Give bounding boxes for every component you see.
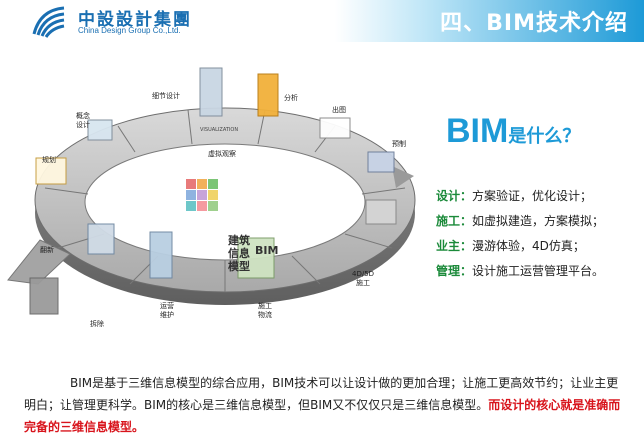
question-text: 是什么？ <box>508 126 581 147</box>
label-prefab: 预制 <box>392 140 406 148</box>
company-logo-icon <box>32 6 65 38</box>
label-analysis: 分析 <box>284 94 298 102</box>
company-name-cn: 中設設計集團 <box>78 10 192 30</box>
label-operation: 运营 维护 <box>160 302 174 319</box>
label-visualization: VISUALIZATION <box>200 127 239 133</box>
lifecycle-ring-graphic <box>7 67 416 315</box>
label-renovation: 翻新 <box>40 246 54 254</box>
label-demolition: 拆除 <box>90 320 104 328</box>
label-detail-design: 细节设计 <box>152 92 180 100</box>
description-emphasis: 而设计的核心就是准确而完备的三维信息模型。 <box>24 398 621 434</box>
description-text: BIM是基于三维信息模型的综合应用，BIM技术可以让设计做的更加合理；让施工更高… <box>24 376 619 412</box>
label-planning: 规划 <box>42 156 56 164</box>
label-construction-logistics: 施工 物流 <box>258 302 272 319</box>
bim-lifecycle-diagram: 细节设计 概念 设计 规划 翻新 拆除 运营 维护 施工 物流 4D/5D 施工… <box>0 48 430 338</box>
bim-question-heading: BIM是什么？ <box>446 112 580 151</box>
slide-title: 四、BIM技术介绍 <box>440 11 628 36</box>
list-item-management: 管理：设计施工运营管理平台。 <box>436 264 605 278</box>
label-concept-design: 概念 设计 <box>76 112 90 129</box>
list-item-construction: 施工：如虚拟建造，方案模拟； <box>436 214 605 228</box>
bim-cube-icon <box>186 179 218 211</box>
label-virtual-view: 虚拟观察 <box>208 150 236 158</box>
center-model-label: 建筑 信息 模型 <box>228 234 250 273</box>
stage-illustrations <box>29 67 397 315</box>
label-drawing: 出图 <box>332 106 346 114</box>
header-banner: 中設設計集團 China Design Group Co.,Ltd. 四、BIM… <box>0 0 644 42</box>
center-bim-label: BIM <box>255 244 279 257</box>
bim-roles-list: 设计：方案验证，优化设计； 施工：如虚拟建造，方案模拟； 业主：漫游体验，4D仿… <box>436 184 642 284</box>
description-paragraph: BIM是基于三维信息模型的综合应用，BIM技术可以让设计做的更加合理；让施工更高… <box>24 372 624 438</box>
label-4d-construction: 4D/5D 施工 <box>352 270 375 287</box>
list-item-design: 设计：方案验证，优化设计； <box>436 189 593 203</box>
bim-word: BIM <box>446 112 509 150</box>
list-item-owner: 业主：漫游体验，4D仿真； <box>436 239 585 253</box>
company-name-en: China Design Group Co.,Ltd. <box>78 26 181 35</box>
